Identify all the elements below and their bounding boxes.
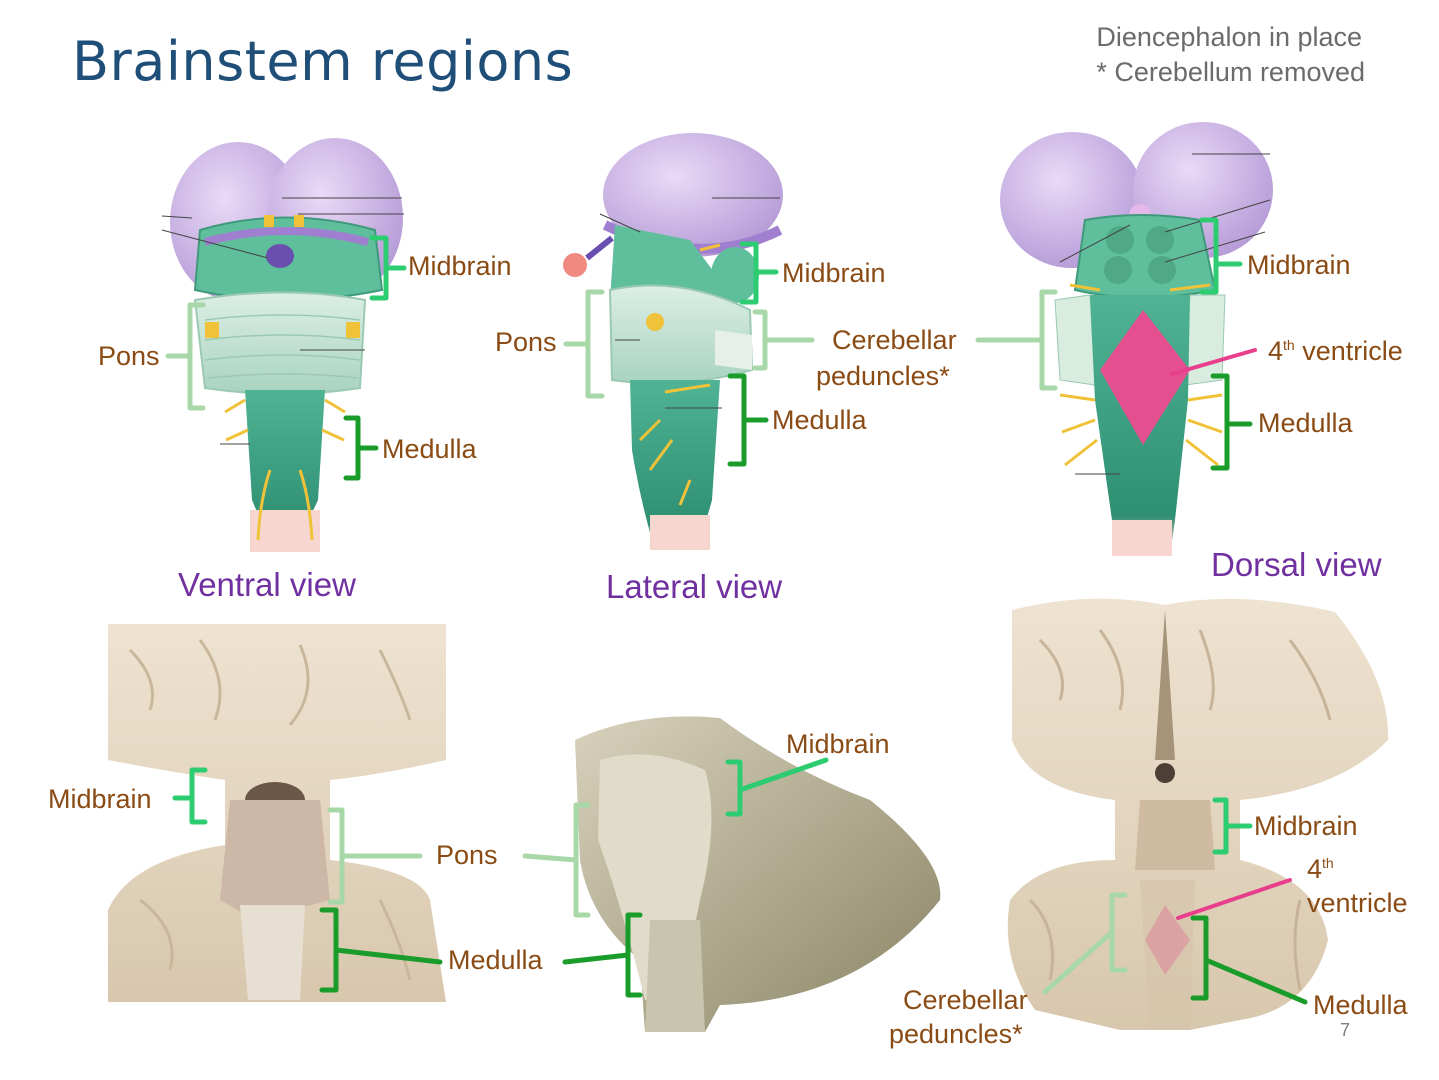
lateral-pons-label: Pons <box>495 327 557 357</box>
slide-note: Diencephalon in place * Cerebellum remov… <box>1096 20 1365 90</box>
photo-dorsal-midbrain-bracket <box>1212 797 1253 855</box>
lateral-specimen-photo <box>575 716 941 1032</box>
dorsal-medulla-bracket <box>1210 373 1253 471</box>
dorsal-midbrain-bracket <box>1199 217 1243 295</box>
ventral-medulla-bracket <box>343 415 379 481</box>
ventral-midbrain-bracket <box>369 235 407 301</box>
photo-ventricle-superscript: th <box>1322 855 1334 871</box>
lateral-pons-bracket <box>563 289 605 399</box>
dorsal-view-caption: Dorsal view <box>1211 546 1382 583</box>
dorsal-peduncles-bracket <box>975 289 1058 391</box>
photo-ventral-pons-bracket <box>327 807 423 905</box>
ventral-medulla-label: Medulla <box>382 434 477 464</box>
dorsal-ventricle-pointer <box>1170 348 1257 376</box>
lateral-cerebellar-label: Cerebellar <box>832 325 957 355</box>
lateral-peduncles-bracket <box>752 309 815 371</box>
note-cerebellum: * Cerebellum removed <box>1096 57 1365 87</box>
ventral-pons-bracket <box>165 302 206 411</box>
ventral-illustration <box>161 138 404 552</box>
photo-peduncles-label: peduncles* <box>889 1019 1023 1049</box>
photo-ventricle-number: 4 <box>1307 854 1323 884</box>
photo-cerebellar-label: Cerebellar <box>903 985 1028 1015</box>
ventral-view-caption: Ventral view <box>178 566 356 603</box>
photo-medulla-label: Medulla <box>448 945 543 975</box>
photo-dorsal-medulla-bracket <box>1190 915 1308 1005</box>
lateral-view-caption: Lateral view <box>606 568 783 605</box>
ventral-specimen-photo <box>108 624 446 1002</box>
ventricle-word: ventricle <box>1302 336 1403 366</box>
photo-ventricle-word: ventricle <box>1307 888 1408 918</box>
lateral-peduncles-label: peduncles* <box>816 361 950 391</box>
photo-dorsal-midbrain-label: Midbrain <box>1254 811 1358 841</box>
dorsal-illustration <box>1000 122 1273 556</box>
photo-ventral-midbrain-bracket <box>172 767 208 825</box>
dorsal-medulla-label: Medulla <box>1258 408 1353 438</box>
ventricle-superscript: th <box>1283 337 1295 353</box>
dorsal-specimen-photo <box>1007 598 1389 1030</box>
photo-ventral-midbrain-label: Midbrain <box>48 784 152 814</box>
note-diencephalon: Diencephalon in place <box>1096 22 1363 52</box>
ventral-midbrain-label: Midbrain <box>408 251 512 281</box>
slide-title: Brainstem regions <box>72 30 574 93</box>
photo-dorsal-ventricle-pointer <box>1176 878 1292 920</box>
photo-pons-label: Pons <box>436 840 498 870</box>
dorsal-ventricle-label: 4th ventricle <box>1268 336 1403 367</box>
slide-number: 7 <box>1340 1020 1351 1040</box>
photo-ventral-medulla-bracket <box>319 907 443 993</box>
photo-lateral-medulla-bracket <box>562 912 643 998</box>
ventricle-number: 4 <box>1268 336 1284 366</box>
ventral-pons-label: Pons <box>98 341 160 371</box>
photo-dorsal-medulla-label: Medulla <box>1313 990 1408 1020</box>
lateral-midbrain-bracket <box>739 241 779 305</box>
lateral-midbrain-label: Midbrain <box>782 258 886 288</box>
photo-lateral-midbrain-bracket <box>725 757 829 817</box>
photo-lateral-pons-bracket <box>522 802 591 918</box>
lateral-illustration <box>563 133 783 550</box>
lateral-medulla-label: Medulla <box>772 405 867 435</box>
photo-lateral-midbrain-label: Midbrain <box>786 729 890 759</box>
lateral-medulla-bracket <box>727 373 769 467</box>
photo-dorsal-peduncles-bracket <box>1042 892 1128 995</box>
photo-dorsal-ventricle-label: 4th ventricle <box>1307 846 1408 920</box>
dorsal-midbrain-label: Midbrain <box>1247 250 1351 280</box>
